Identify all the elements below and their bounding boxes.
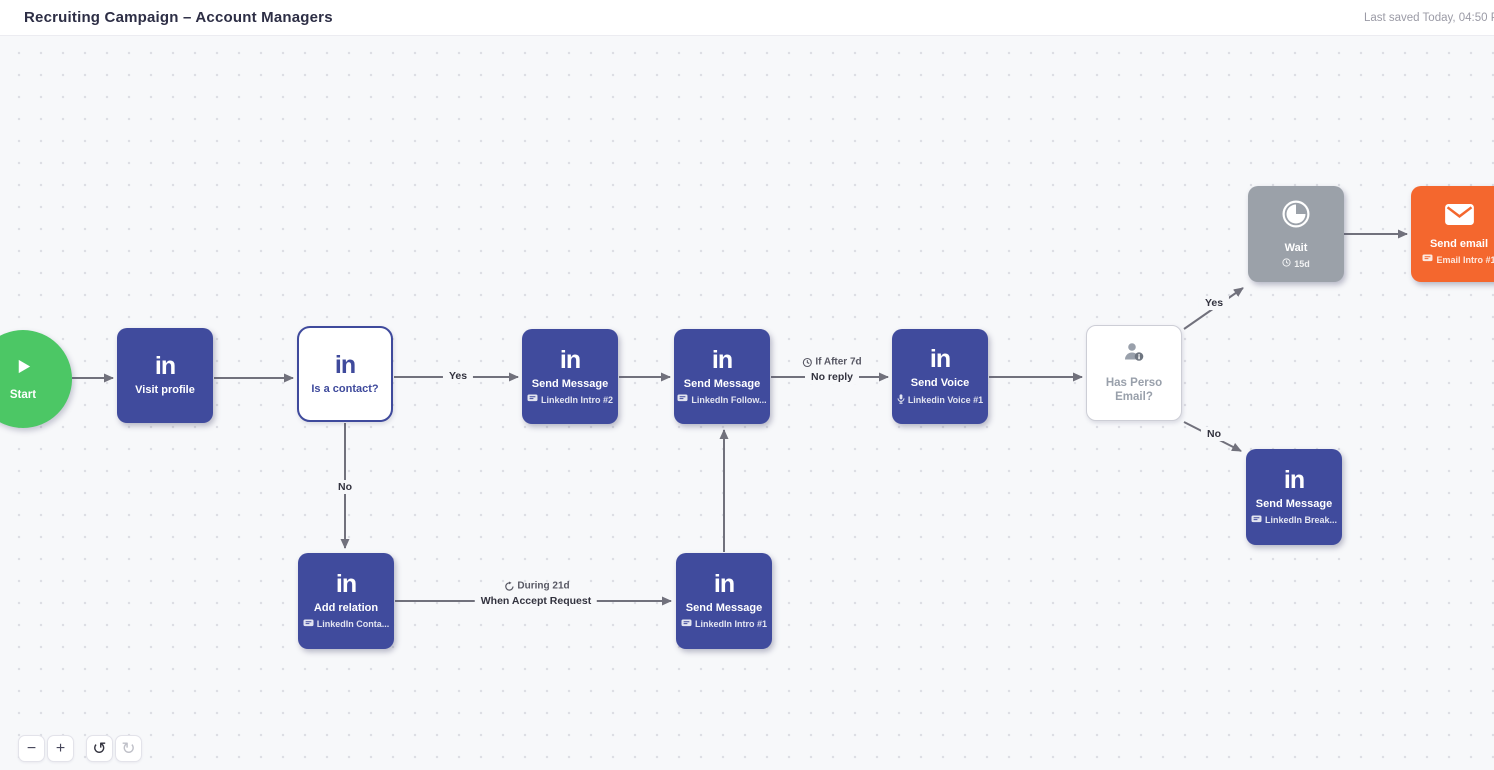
- linkedin-icon: in: [711, 345, 733, 374]
- chat-bubble-icon: [527, 394, 538, 405]
- node-title: Visit profile: [135, 384, 195, 397]
- chat-bubble-icon: [1422, 254, 1433, 265]
- node-subtitle: Linkedin Voice #1: [907, 394, 984, 405]
- node-send-message-intro-1[interactable]: in Send Message LinkedIn Intro #1: [676, 553, 772, 649]
- node-title: Send Message: [685, 602, 763, 615]
- node-title: Start: [9, 389, 37, 401]
- edge-label-perso-no: No: [1201, 427, 1227, 441]
- play-icon: [14, 357, 33, 381]
- node-title: Add relation: [313, 602, 379, 615]
- node-send-email[interactable]: Send email Email Intro #1: [1411, 186, 1494, 282]
- node-title: Send Message: [683, 377, 761, 390]
- node-title: Is a contact?: [311, 382, 379, 395]
- node-title: Send Message: [531, 377, 609, 390]
- page-title: Recruiting Campaign – Account Managers: [24, 9, 333, 26]
- edge-label-if-after-7d: If After 7d: [798, 357, 865, 368]
- node-subtitle: 15d: [1294, 258, 1310, 269]
- undo-button[interactable]: ↺: [86, 735, 113, 762]
- node-subtitle: LinkedIn Follow...: [691, 394, 767, 405]
- refresh-icon: [504, 581, 514, 591]
- node-send-message-intro-2[interactable]: in Send Message LinkedIn Intro #2: [522, 329, 618, 424]
- zoom-in-button[interactable]: +: [47, 735, 74, 762]
- linkedin-icon: in: [334, 350, 356, 379]
- linkedin-icon: in: [713, 570, 735, 599]
- node-subtitle: LinkedIn Intro #2: [540, 394, 613, 405]
- node-title: Has Perso Email?: [1105, 377, 1163, 403]
- node-add-relation[interactable]: in Add relation LinkedIn Conta...: [298, 553, 394, 649]
- node-subtitle: LinkedIn Intro #1: [694, 619, 767, 630]
- linkedin-icon: in: [929, 345, 951, 374]
- linkedin-icon: in: [154, 352, 176, 381]
- flow-canvas[interactable]: Yes If After 7d No reply Yes No No Durin…: [0, 36, 1494, 770]
- chat-bubble-icon: [303, 619, 314, 630]
- chat-bubble-icon: [681, 619, 692, 630]
- node-subtitle: LinkedIn Break...: [1264, 515, 1338, 526]
- node-subtitle: Email Intro #1: [1436, 254, 1494, 265]
- zoom-out-button[interactable]: −: [18, 735, 45, 762]
- node-title: Wait: [1284, 241, 1308, 254]
- edge-label-contact-yes: Yes: [442, 369, 474, 383]
- node-visit-profile[interactable]: in Visit profile: [117, 328, 213, 423]
- node-subtitle: LinkedIn Conta...: [316, 619, 390, 630]
- node-title: Send Voice: [910, 377, 970, 390]
- node-send-message-break[interactable]: in Send Message LinkedIn Break...: [1246, 449, 1342, 545]
- last-saved-status: Last saved Today, 04:50 PM: [1363, 12, 1494, 24]
- canvas-toolbar: − + ↺ ↻: [18, 735, 142, 762]
- person-info-icon: [1122, 342, 1146, 368]
- redo-button[interactable]: ↻: [115, 735, 142, 762]
- node-send-voice[interactable]: in Send Voice Linkedin Voice #1: [892, 329, 988, 424]
- linkedin-icon: in: [335, 570, 357, 599]
- edge-label-contact-no: No: [332, 480, 358, 494]
- header: Recruiting Campaign – Account Managers L…: [0, 0, 1494, 36]
- microphone-icon: [897, 394, 905, 406]
- edge-label-during-21d: During 21d: [500, 581, 573, 592]
- linkedin-icon: in: [1283, 466, 1305, 495]
- chat-bubble-icon: [677, 394, 688, 405]
- edge-label-no-reply: No reply: [804, 370, 860, 384]
- clock-icon: [802, 357, 812, 367]
- node-title: Send Message: [1255, 498, 1333, 511]
- envelope-icon: [1444, 203, 1475, 231]
- edge-label-perso-yes: Yes: [1198, 296, 1230, 310]
- node-is-a-contact[interactable]: in Is a contact?: [297, 326, 393, 422]
- node-send-message-follow[interactable]: in Send Message LinkedIn Follow...: [674, 329, 770, 424]
- linkedin-icon: in: [559, 345, 581, 374]
- node-wait[interactable]: Wait 15d: [1248, 186, 1344, 282]
- edge-label-when-accept-request: When Accept Request: [474, 594, 598, 608]
- node-has-perso-email[interactable]: Has Perso Email?: [1086, 325, 1182, 421]
- node-title: Send email: [1429, 237, 1489, 250]
- timer-icon: [1281, 199, 1311, 234]
- chat-bubble-icon: [1251, 515, 1262, 526]
- clock-icon: [1282, 258, 1291, 269]
